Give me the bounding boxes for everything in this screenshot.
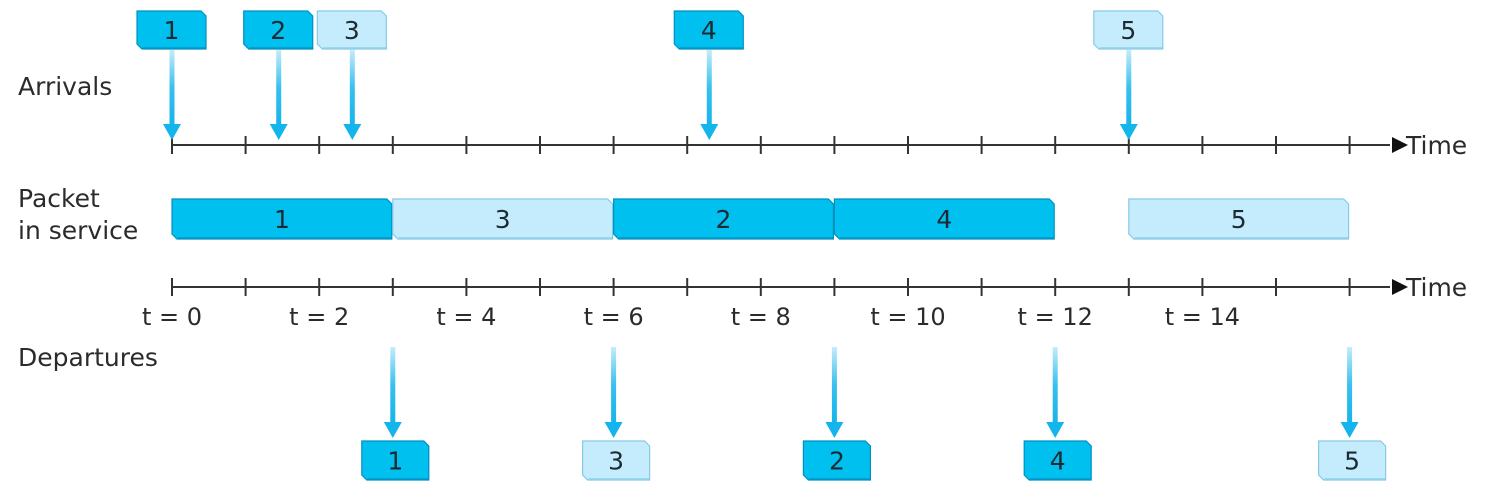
departure-packet-5: 5: [1317, 440, 1387, 481]
arrow-shaft: [169, 50, 175, 126]
axis-arrowhead: [1392, 137, 1408, 153]
packet-box-edge: [808, 478, 871, 480]
packet-number: 3: [344, 16, 360, 45]
packet-number: 5: [1344, 447, 1360, 476]
arrival-packet-3: 3: [316, 10, 387, 50]
packet-box-edge: [322, 47, 387, 49]
axis-arrowhead: [1392, 279, 1408, 295]
packet-in-service-label-line2: in service: [18, 216, 139, 245]
arrow-shaft: [1052, 347, 1058, 424]
service-packet-5: 5: [1128, 198, 1350, 240]
departure-arrow: [604, 347, 623, 438]
time-axis-label: Time: [1405, 131, 1467, 160]
packet-number: 5: [1120, 16, 1136, 45]
arrow-head: [163, 124, 181, 140]
arrow-shaft: [611, 347, 617, 424]
packet-number: 3: [495, 205, 511, 234]
service-packet-4: 4: [833, 198, 1055, 240]
departure-packet-2: 2: [802, 440, 872, 481]
departure-packet-4: 4: [1023, 440, 1092, 481]
arrow-head: [825, 422, 844, 438]
time-tick-label: t = 8: [731, 303, 791, 331]
packet-box-edge: [1029, 478, 1092, 480]
arrivals-label: Arrivals: [18, 72, 113, 101]
arrow-shaft: [349, 50, 355, 126]
packet-number: 1: [387, 447, 403, 476]
packet-box-edge: [177, 237, 392, 239]
packet-number: 2: [716, 205, 732, 234]
departure-arrow: [1046, 347, 1065, 438]
packet-number: 3: [608, 447, 624, 476]
departure-packet-3: 3: [581, 440, 651, 481]
arrow-head: [604, 422, 623, 438]
time-tick-label: t = 2: [289, 303, 349, 331]
packet-box-edge: [1133, 237, 1349, 239]
packet-box-edge: [679, 47, 744, 49]
departure-arrow: [1340, 347, 1359, 438]
arrival-packet-5: 5: [1093, 10, 1164, 50]
packet-number: 1: [274, 205, 290, 234]
packet-number: 1: [164, 16, 180, 45]
arrow-shaft: [831, 347, 837, 424]
arrow-head: [383, 422, 402, 438]
arrival-packet-1: 1: [136, 10, 207, 50]
service-packet-3: 3: [392, 198, 614, 240]
time-tick-label: t = 6: [584, 303, 644, 331]
time-tick-label: t = 14: [1165, 303, 1240, 331]
packet-box-edge: [1323, 478, 1386, 480]
departure-arrow: [383, 347, 402, 438]
departures-label: Departures: [18, 343, 158, 372]
packet-box-edge: [142, 47, 206, 49]
arrow-head: [1340, 422, 1359, 438]
packet-number: 5: [1231, 205, 1247, 234]
arrival-arrow: [343, 50, 362, 140]
arrow-head: [343, 124, 362, 140]
packet-box-edge: [248, 47, 313, 49]
arrow-head: [269, 124, 288, 140]
packet-box-edge: [618, 237, 834, 239]
packet-in-service-label-line1: Packet: [18, 184, 100, 213]
arrow-head: [700, 124, 719, 140]
packet-number: 2: [829, 447, 845, 476]
arrow-head: [1046, 422, 1065, 438]
arrow-shaft: [276, 50, 282, 126]
time-axis-label: Time: [1405, 273, 1467, 302]
arrow-head: [1119, 124, 1138, 140]
arrow-shaft: [390, 347, 396, 424]
arrow-shaft: [1126, 50, 1132, 126]
departure-arrow: [825, 347, 844, 438]
time-tick-label: t = 4: [436, 303, 496, 331]
packet-number: 4: [701, 16, 717, 45]
service-packet-1: 1: [171, 198, 393, 240]
packet-number: 2: [270, 16, 286, 45]
arrival-packet-2: 2: [243, 10, 314, 50]
packet-box-edge: [587, 478, 650, 480]
time-tick-label: t = 10: [870, 303, 945, 331]
arrivals-time-axis: Time: [171, 131, 1467, 160]
packet-box-edge: [366, 478, 429, 480]
arrival-arrow: [163, 50, 181, 140]
packet-box-edge: [839, 237, 1055, 239]
packet-number: 4: [1050, 447, 1066, 476]
arrival-packet-4: 4: [673, 10, 744, 50]
arrival-arrow: [1119, 50, 1138, 140]
arrow-shaft: [1347, 347, 1353, 424]
service-packet-2: 2: [612, 198, 835, 240]
packet-box-edge: [1098, 47, 1163, 49]
departure-packet-1: 1: [361, 440, 430, 481]
arrow-shaft: [706, 50, 712, 126]
time-tick-label: t = 12: [1018, 303, 1093, 331]
service-time-axis: Time: [171, 273, 1467, 302]
packet-number: 4: [936, 205, 952, 234]
arrival-arrow: [700, 50, 719, 140]
packet-box-edge: [397, 237, 613, 239]
arrival-arrow: [269, 50, 288, 140]
time-tick-label: t = 0: [142, 303, 202, 331]
